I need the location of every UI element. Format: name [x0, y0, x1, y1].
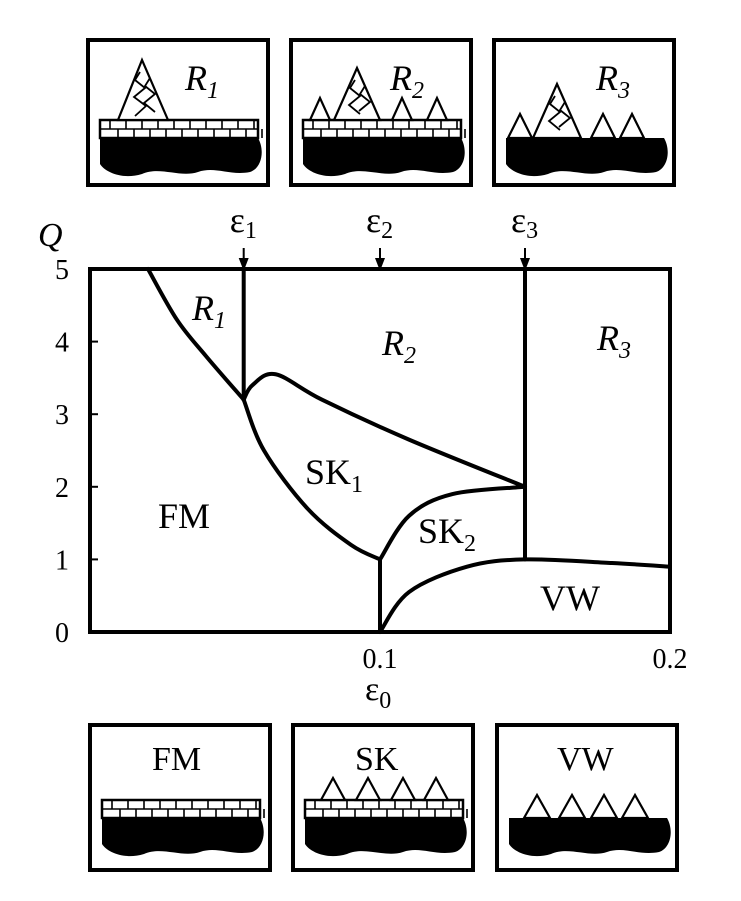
region-label-vw: VW: [540, 578, 600, 618]
phase-boundaries: [146, 267, 672, 634]
marker-label-eps3: ε3: [511, 200, 538, 244]
y-tick-label: 0: [55, 618, 69, 649]
boundary-fm-r1: [146, 267, 246, 402]
boundary-fm-sk1: [241, 397, 382, 562]
bottom-panel-sk: SK: [291, 723, 475, 872]
boundary-sk1-sk2: [378, 484, 527, 562]
y-tick-label: 4: [55, 328, 69, 359]
boundary-sk2-vw: [378, 557, 672, 634]
bare-substrate-icon: [509, 818, 671, 857]
bottom-panel-label-fm: FM: [152, 741, 201, 778]
bottom-panel-vw: VW: [495, 723, 679, 872]
top-panel-r3: R3: [492, 38, 676, 187]
region-label-sk2: SK2: [418, 511, 476, 557]
bare-substrate-icon: [506, 138, 668, 177]
substrate-with-film-icon: [301, 118, 466, 177]
critical-strain-markers: ε1 ε2 ε3: [230, 200, 538, 271]
top-panel-label-r1: R1: [184, 58, 219, 104]
marker-label-eps2: ε2: [366, 200, 393, 244]
islands-icon: [506, 81, 646, 140]
region-label-sk1: SK1: [305, 452, 363, 498]
x-axis-label: ε0: [365, 671, 391, 714]
region-label-r1: R1: [191, 288, 226, 334]
x-tick-label: 0.1: [363, 644, 398, 675]
islands-icon: [319, 775, 450, 802]
arrow-down-icon: [520, 258, 530, 271]
y-tick-label: 1: [55, 545, 69, 576]
arrow-down-icon: [238, 258, 249, 271]
y-tick-label: 5: [55, 255, 69, 286]
x-ticks: 0.1 0.2: [363, 624, 688, 675]
top-panel-r1: R1: [86, 38, 270, 187]
top-panel-label-r3: R3: [595, 58, 630, 104]
islands-icon: [308, 65, 449, 122]
plot-area: Q 0 1 2 3 4 5 0.1 0.2 ε0 ε1 ε2 ε3 R1 R2 R3 SK1 S…: [38, 200, 688, 714]
y-tick-label: 2: [55, 473, 69, 504]
x-tick-label: 0.2: [653, 644, 688, 675]
y-ticks: 0 1 2 3 4 5: [55, 255, 98, 649]
substrate-with-film-icon: [100, 798, 265, 857]
islands-icon: [522, 792, 650, 820]
top-panel-r2: R2: [289, 38, 473, 187]
arrow-down-icon: [375, 258, 385, 271]
large-island-icon: [116, 57, 170, 122]
marker-label-eps1: ε1: [230, 200, 257, 244]
region-label-r2: R2: [381, 323, 416, 369]
substrate-with-film-icon: [303, 798, 468, 857]
y-tick-label: 3: [55, 400, 69, 431]
region-label-r3: R3: [596, 318, 631, 364]
region-label-fm: FM: [158, 496, 210, 536]
boundary-sk1-top: [241, 371, 527, 489]
bottom-panel-fm: FM: [88, 723, 272, 872]
y-axis-label: Q: [38, 217, 63, 254]
bottom-panel-label-sk: SK: [355, 741, 399, 778]
substrate-with-film-icon: [98, 118, 263, 177]
top-panel-label-r2: R2: [389, 58, 424, 104]
bottom-panel-label-vw: VW: [557, 741, 615, 778]
